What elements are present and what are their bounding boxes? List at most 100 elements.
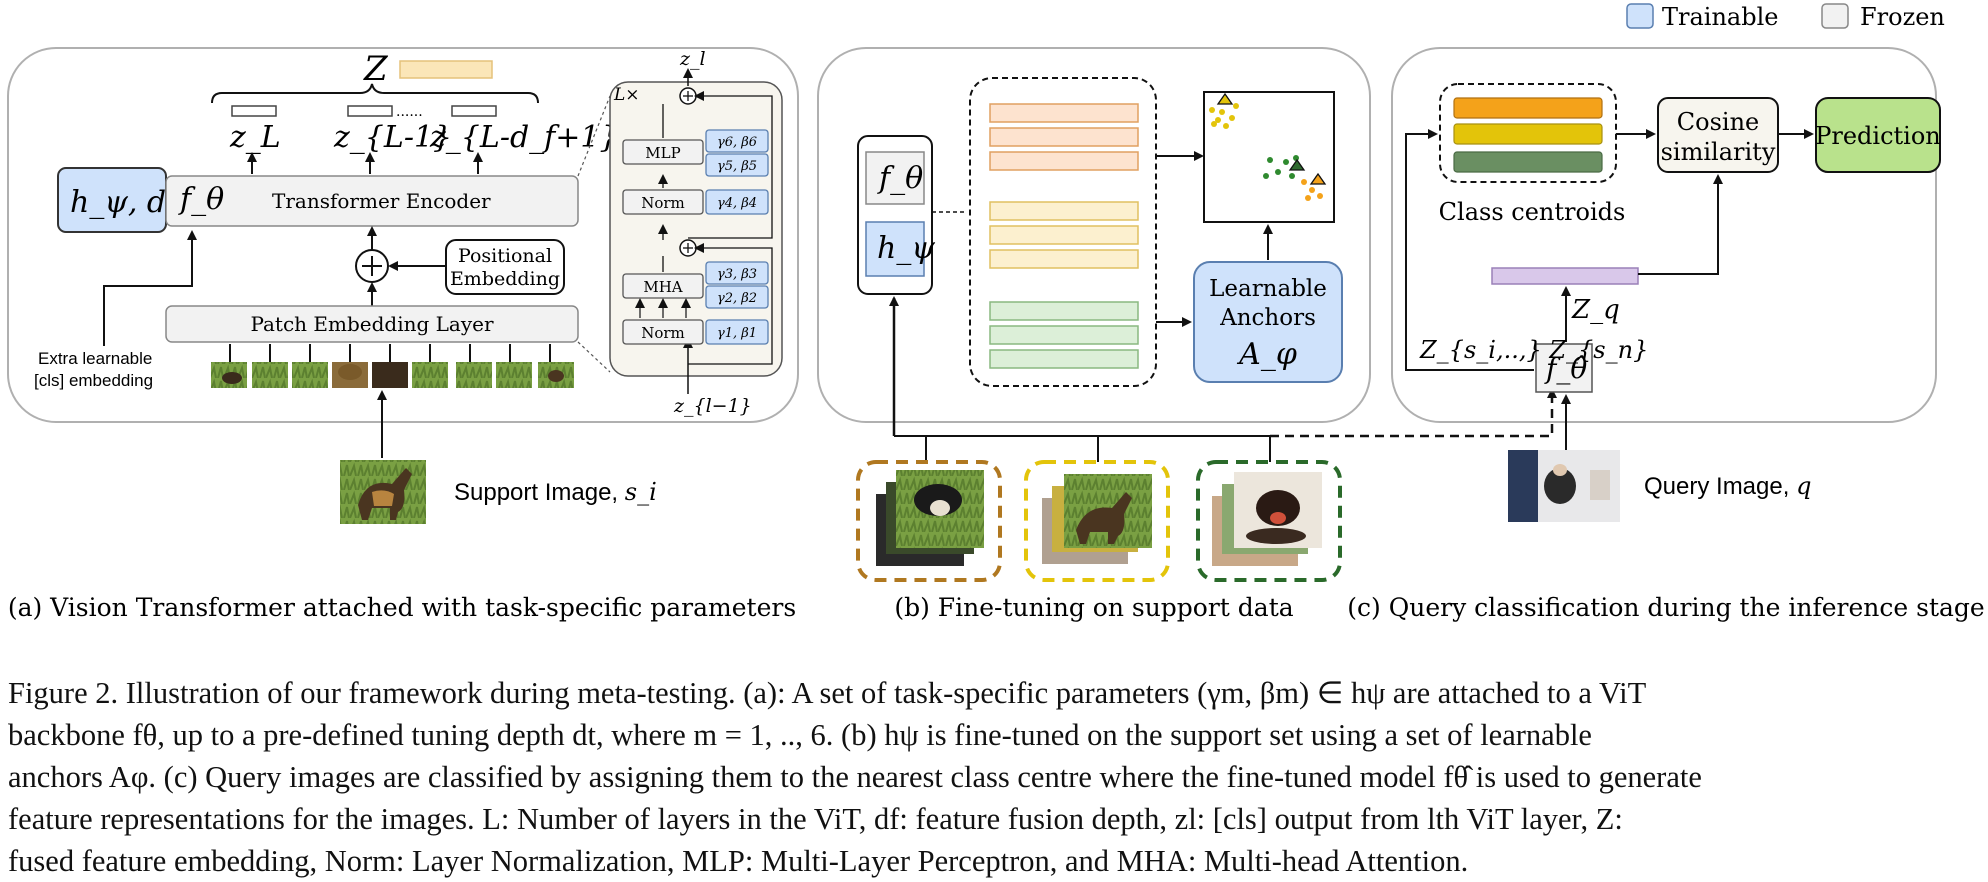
anchor-triangle [1309, 172, 1327, 185]
fthetahat-label: f_θ̂ [1544, 352, 1587, 385]
patch-tile [412, 362, 448, 388]
support-image [340, 460, 426, 524]
cosine-label-1: Cosine [1677, 108, 1759, 136]
zLdf-box [451, 105, 497, 117]
framework-figure: Trainable Frozen Z ...... z_L z_{L-1} z_… [7, 3, 1985, 622]
block-norm-1 [622, 319, 704, 345]
patch-tile [496, 362, 532, 388]
panel-a-border [7, 47, 799, 423]
extra-cls-label-1: Extra learnable [38, 349, 152, 368]
param-g6 [705, 129, 769, 153]
param-g5 [705, 153, 769, 177]
prediction-label: Prediction [1815, 122, 1941, 150]
feature-bar-green [989, 301, 1139, 321]
positional-label-1: Positional [458, 245, 552, 267]
block-Lx-label: L× [613, 85, 640, 105]
svg-text:Norm: Norm [641, 194, 685, 212]
learnable-anchors-box [1193, 261, 1343, 383]
legend-trainable-label: Trainable [1662, 3, 1778, 31]
panel-b: f_θ h_ψ [817, 47, 1371, 622]
centroid-green [1453, 151, 1603, 173]
feature-bar-yellow [989, 201, 1139, 221]
block-mlp [622, 139, 704, 165]
caption-line: backbone fθ, up to a pre-defined tuning … [8, 718, 1592, 752]
z-fused-bar [399, 60, 493, 79]
dots: ...... [396, 104, 423, 120]
svg-text:MLP: MLP [645, 144, 680, 162]
param-g2 [705, 285, 769, 309]
positional-label-2: Embedding [450, 268, 560, 290]
patch-tile [456, 362, 492, 388]
support-set-class-3 [1196, 460, 1342, 582]
block-zl-label: z_l [679, 48, 706, 70]
svg-text:Norm: Norm [641, 324, 685, 342]
image-patches [211, 344, 574, 388]
block-norm-2 [622, 189, 704, 215]
block-zl1-label: z_{l−1} [673, 395, 752, 417]
figure-caption: Figure 2. Illustration of our framework … [8, 672, 1978, 882]
svg-text:γ1, β1: γ1, β1 [717, 326, 757, 341]
encoder-label: Transformer Encoder [272, 189, 491, 213]
svg-text:MHA: MHA [643, 278, 682, 296]
panel-b-border [817, 47, 1371, 423]
feature-bar-orange [989, 151, 1139, 171]
patch-tile [292, 362, 328, 388]
hpsi-b-label: h_ψ [877, 231, 935, 266]
feature-bar-green [989, 349, 1139, 369]
support-set-class-2 [1024, 460, 1170, 582]
ftheta-label: f_θ [178, 182, 224, 217]
centroid-orange [1453, 97, 1603, 119]
panel-c-caption: (c) Query classification during the infe… [1347, 593, 1984, 622]
legend-frozen-swatch [1821, 3, 1849, 29]
panel-b-caption: (b) Fine-tuning on support data [894, 593, 1293, 622]
legend-trainable-swatch [1626, 3, 1654, 29]
class-centroids-label: Class centroids [1439, 198, 1626, 226]
query-image [1508, 450, 1620, 522]
feature-bar-yellow [989, 249, 1139, 269]
cosine-label-2: similarity [1661, 138, 1776, 166]
patch-tile [372, 362, 408, 388]
extra-cls-label-2: [cls] embedding [34, 371, 153, 390]
zLdf-label: z_{L-d_f+1} [429, 120, 619, 155]
support-set-class-1 [856, 460, 1002, 582]
fthetahat-box [1535, 343, 1593, 393]
patch-layer-label: Patch Embedding Layer [250, 312, 494, 336]
centroid-yellow [1453, 123, 1603, 145]
param-g1 [705, 319, 769, 345]
feature-bar-orange [989, 103, 1139, 123]
caption-line: Figure 2. Illustration of our framework … [8, 676, 1647, 710]
caption-line: fused feature embedding, Norm: Layer Nor… [8, 844, 1469, 878]
block-mha [622, 273, 704, 299]
param-g3 [705, 261, 769, 285]
zL1-box [347, 105, 393, 117]
panel-c: Class centroids Cosine similarity Predic… [1270, 47, 1985, 622]
ftheta-box [865, 151, 925, 205]
fusion-brace [211, 83, 539, 104]
svg-text:γ3, β3: γ3, β3 [717, 267, 757, 282]
feature-bar-orange [989, 127, 1139, 147]
query-feature-bar [1491, 267, 1639, 285]
patch-embedding-layer [165, 305, 579, 343]
zL-box [231, 105, 277, 117]
anchor-triangle [1288, 158, 1306, 171]
legend: Trainable Frozen [1626, 3, 1945, 31]
legend-frozen-label: Frozen [1860, 3, 1945, 31]
support-image-label: Support Image, s_i [454, 478, 657, 506]
patch-tile [252, 362, 288, 388]
feature-bar-green [989, 325, 1139, 345]
class-centroids-box [1439, 83, 1617, 183]
anchors-label-1: Learnable [1209, 276, 1327, 302]
caption-line: anchors Aφ. (c) Query images are classif… [8, 760, 1702, 794]
z-fused-label: Z [363, 49, 389, 89]
hpsi-box [865, 221, 925, 277]
panel-a-caption: (a) Vision Transformer attached with tas… [8, 593, 796, 622]
param-g4 [705, 189, 769, 215]
panel-c-border [1391, 47, 1937, 423]
ftheta-b-label: f_θ [877, 161, 923, 196]
embedding-scatter [1203, 91, 1335, 223]
zq-label: Z_q [1571, 295, 1620, 325]
anchors-label-2: Anchors [1219, 305, 1316, 331]
svg-text:γ4, β4: γ4, β4 [717, 196, 757, 211]
zs-label: Z_{s_i,..,} Z_{s_n} [1419, 336, 1648, 364]
svg-text:γ2, β2: γ2, β2 [717, 291, 757, 306]
